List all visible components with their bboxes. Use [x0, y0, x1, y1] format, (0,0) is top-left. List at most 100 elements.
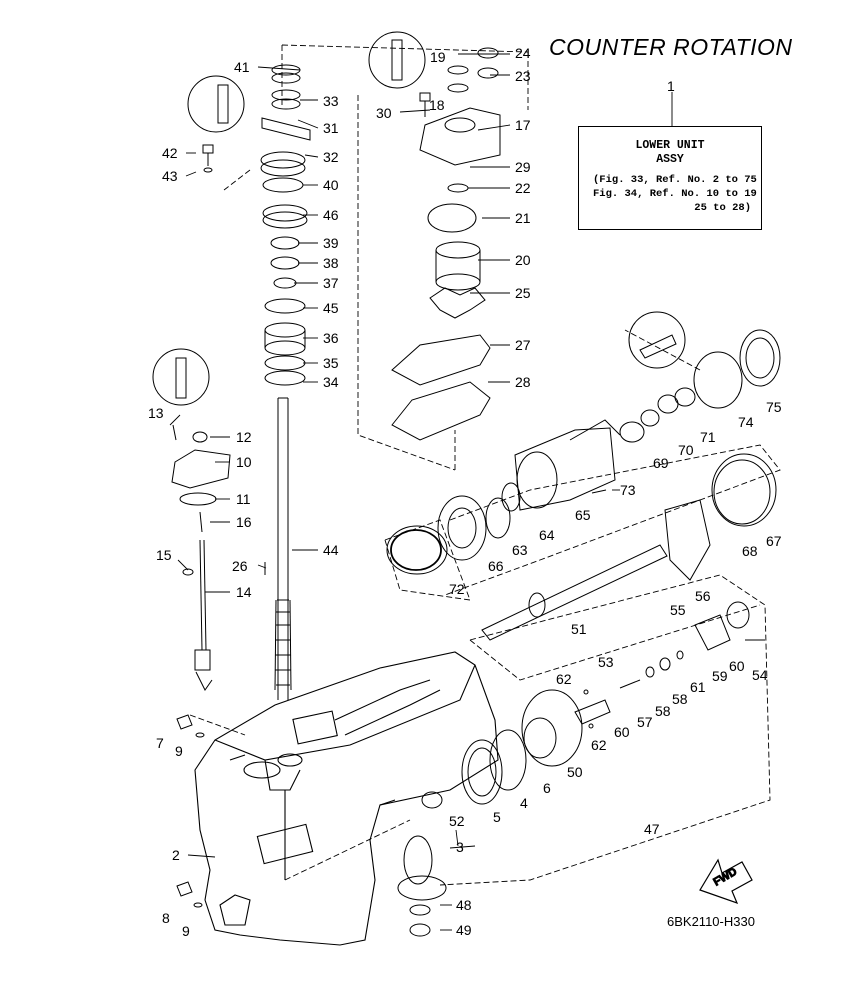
callout-73: 73 — [620, 482, 636, 498]
callout-23: 23 — [515, 68, 531, 84]
callout-15: 15 — [156, 547, 172, 563]
assembly-name-2: ASSY — [656, 153, 684, 166]
callout-44: 44 — [323, 542, 339, 558]
callout-20: 20 — [515, 252, 531, 268]
callout-60: 60 — [614, 724, 630, 740]
driveshaft-bearing-stack — [260, 64, 311, 386]
callout-11: 11 — [236, 491, 251, 507]
callout-49: 49 — [456, 922, 472, 938]
callout-9: 9 — [175, 743, 183, 759]
callout-4: 4 — [520, 795, 528, 811]
callout-53: 53 — [598, 654, 614, 670]
callout-25: 25 — [515, 285, 531, 301]
grease-tube-icon — [368, 31, 426, 89]
callout-54: 54 — [752, 667, 768, 683]
callout-7: 7 — [156, 735, 164, 751]
callout-71: 71 — [700, 429, 716, 445]
callout-47: 47 — [644, 821, 660, 837]
callout-24: 24 — [515, 45, 531, 61]
callout-50: 50 — [567, 764, 583, 780]
callout-31: 31 — [323, 120, 339, 136]
callout-65: 65 — [575, 507, 591, 523]
callout-70: 70 — [678, 442, 694, 458]
callout-63: 63 — [512, 542, 528, 558]
callout-33: 33 — [323, 93, 339, 109]
callout-22: 22 — [515, 180, 531, 196]
grease-tube-icon — [187, 75, 245, 133]
callout-75: 75 — [766, 399, 782, 415]
callout-43: 43 — [162, 168, 178, 184]
callout-13: 13 — [148, 405, 164, 421]
grease-tube-icon — [152, 348, 210, 406]
callout-14: 14 — [236, 584, 252, 600]
callout-69: 69 — [653, 455, 669, 471]
callout-38: 38 — [323, 255, 339, 271]
callout-55: 55 — [670, 602, 686, 618]
callout-41: 41 — [234, 59, 250, 75]
assembly-ref-line: (Fig. 33, Ref. No. 2 to 75 — [593, 174, 757, 186]
drawing-code: 6BK2110-H330 — [667, 914, 755, 929]
fasteners — [176, 92, 431, 908]
callout-18: 18 — [429, 97, 445, 113]
callout-6: 6 — [543, 780, 551, 796]
callout-16: 16 — [236, 514, 252, 530]
callout-62: 62 — [591, 737, 607, 753]
assembly-ref-line: 25 to 28) — [694, 202, 751, 214]
o-rings — [390, 529, 442, 571]
callout-34: 34 — [323, 374, 339, 390]
callout-66: 66 — [488, 558, 504, 574]
callout-5: 5 — [493, 809, 501, 825]
callout-9: 9 — [182, 923, 190, 939]
water-pump-assembly — [391, 47, 501, 441]
callout-48: 48 — [456, 897, 472, 913]
callout-42: 42 — [162, 145, 178, 161]
callout-59: 59 — [712, 668, 728, 684]
callout-39: 39 — [323, 235, 339, 251]
callout-45: 45 — [323, 300, 339, 316]
lower-case-housing — [194, 651, 499, 946]
callout-51: 51 — [571, 621, 587, 637]
callout-21: 21 — [515, 210, 531, 226]
callout-68: 68 — [742, 543, 758, 559]
callout-27: 27 — [515, 337, 531, 353]
callout-28: 28 — [515, 374, 531, 390]
callout-62: 62 — [556, 671, 572, 687]
callout-8: 8 — [162, 910, 170, 926]
callout-72: 72 — [449, 581, 465, 597]
callout-56: 56 — [695, 588, 711, 604]
fwd-label: FWD — [712, 866, 740, 889]
callout-10: 10 — [236, 454, 252, 470]
assembly-ref-line: Fig. 34, Ref. No. 10 to 19 — [593, 188, 757, 200]
callout-67: 67 — [766, 533, 782, 549]
callout-57: 57 — [637, 714, 653, 730]
assembly-name: LOWER UNIT — [635, 139, 705, 152]
callout-46: 46 — [323, 207, 339, 223]
callout-3: 3 — [456, 839, 464, 855]
callout-1: 1 — [667, 78, 675, 94]
shift-rod-assembly — [171, 424, 266, 691]
callout-60: 60 — [729, 658, 745, 674]
callout-37: 37 — [323, 275, 339, 291]
assembly-reference-box: LOWER UNIT ASSY (Fig. 33, Ref. No. 2 to … — [578, 126, 762, 230]
callout-36: 36 — [323, 330, 339, 346]
callout-35: 35 — [323, 355, 339, 371]
clutch-group — [397, 601, 765, 937]
callout-30: 30 — [376, 105, 392, 121]
callout-58: 58 — [672, 691, 688, 707]
callout-2: 2 — [172, 847, 180, 863]
callout-29: 29 — [515, 159, 531, 175]
callout-64: 64 — [539, 527, 555, 543]
callout-19: 19 — [430, 49, 446, 65]
grease-tube-icon — [628, 311, 686, 369]
callout-26: 26 — [232, 558, 248, 574]
propeller-shaft-assembly — [386, 329, 781, 641]
diagram-title: COUNTER ROTATION — [549, 34, 793, 60]
callout-61: 61 — [690, 679, 706, 695]
callout-40: 40 — [323, 177, 339, 193]
callout-32: 32 — [323, 149, 339, 165]
callout-74: 74 — [738, 414, 754, 430]
callout-58: 58 — [655, 703, 671, 719]
callout-52: 52 — [449, 813, 465, 829]
drive-shaft — [274, 397, 292, 700]
